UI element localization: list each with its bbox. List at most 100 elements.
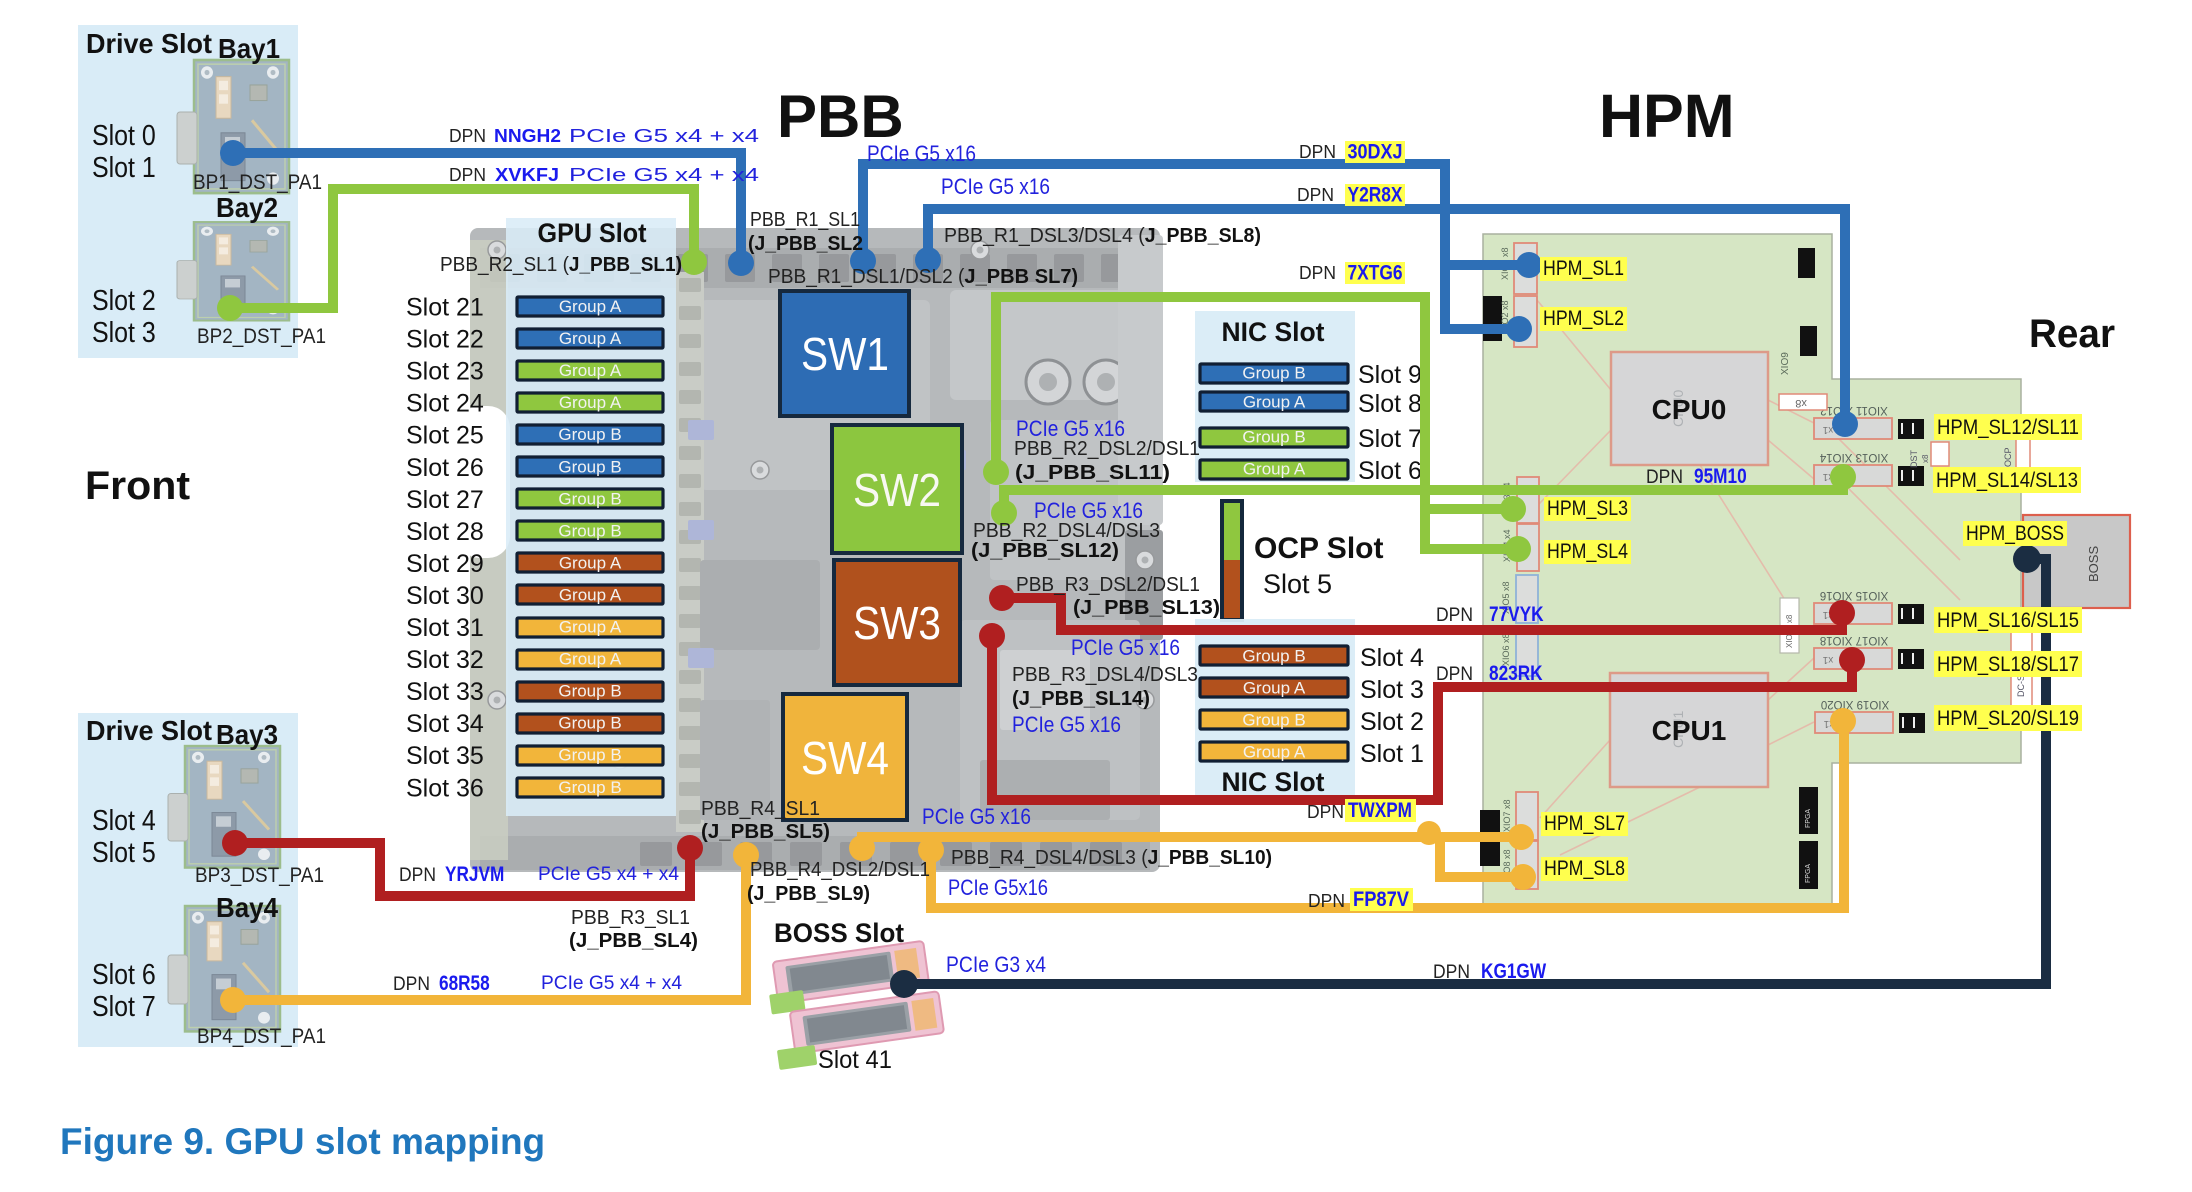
svg-text:HPM_SL14/SL13: HPM_SL14/SL13 [1936, 469, 2078, 492]
svg-text:CPU1: CPU1 [1670, 710, 1686, 748]
svg-text:x1: x1 [1823, 718, 1834, 729]
svg-text:(J_PBB_SL11): (J_PBB_SL11) [1015, 462, 1170, 484]
svg-text:HPM_SL2: HPM_SL2 [1543, 307, 1624, 330]
svg-text:Y2R8X: Y2R8X [1348, 183, 1404, 207]
svg-text:DC-SC 0: DC-SC 0 [2016, 661, 2026, 697]
svg-text:Drive Slot: Drive Slot [86, 28, 212, 59]
svg-text:HPM_SL16/SL15: HPM_SL16/SL15 [1937, 609, 2079, 632]
svg-text:95M10: 95M10 [1694, 465, 1747, 488]
svg-text:PBB_R3_DSL4/DSL3: PBB_R3_DSL4/DSL3 [1012, 664, 1198, 686]
svg-text:Group A: Group A [559, 650, 622, 669]
svg-text:DPN: DPN [449, 165, 486, 185]
svg-text:PBB_R3_DSL2/DSL1: PBB_R3_DSL2/DSL1 [1016, 574, 1200, 596]
svg-text:PCIe G5 x4 + x4: PCIe G5 x4 + x4 [569, 126, 759, 146]
svg-text:(J_PBB_SL9): (J_PBB_SL9) [747, 883, 870, 905]
svg-text:30DXJ: 30DXJ [1348, 140, 1403, 164]
svg-text:Bay4: Bay4 [216, 892, 278, 923]
svg-text:HPM: HPM [1599, 82, 1735, 150]
svg-text:Rear: Rear [2029, 312, 2115, 356]
svg-text:PBB: PBB [777, 83, 904, 150]
svg-text:(J_PBB_SL5): (J_PBB_SL5) [701, 821, 830, 843]
svg-text:Drive Slot: Drive Slot [86, 715, 212, 746]
svg-text:SW1: SW1 [801, 328, 889, 380]
svg-text:TWXPM: TWXPM [1348, 799, 1412, 822]
svg-text:NIC Slot: NIC Slot [1222, 317, 1325, 347]
svg-text:Group B: Group B [558, 746, 621, 765]
svg-text:BOSS: BOSS [2086, 546, 2101, 582]
svg-text:FPGA: FPGA [1805, 864, 1812, 883]
svg-text:Slot 32: Slot 32 [406, 646, 484, 674]
svg-text:CPU0: CPU0 [1652, 394, 1727, 425]
svg-text:NIC Slot: NIC Slot [1222, 767, 1325, 797]
svg-text:(J_PBB_SL13): (J_PBB_SL13) [1073, 597, 1220, 619]
svg-text:Figure 9. GPU slot mapping: Figure 9. GPU slot mapping [60, 1121, 545, 1162]
svg-text:DST: DST [1909, 449, 1919, 468]
svg-text:Slot 3: Slot 3 [92, 317, 156, 349]
svg-text:PBB_R1_DSL3/DSL4 (: PBB_R1_DSL3/DSL4 ( [944, 225, 1145, 247]
svg-text:XIO13 XIO14: XIO13 XIO14 [1819, 451, 1888, 463]
svg-text:x8: x8 [1795, 397, 1807, 409]
svg-text:HPM_BOSS: HPM_BOSS [1966, 522, 2064, 545]
svg-text:PBB_R2_DSL4/DSL3: PBB_R2_DSL4/DSL3 [973, 520, 1160, 542]
svg-text:XIO19 XIO20: XIO19 XIO20 [1821, 698, 1889, 710]
svg-text:PBB_R4_DSL2/DSL1: PBB_R4_DSL2/DSL1 [750, 859, 930, 881]
svg-text:x1: x1 [1822, 471, 1833, 482]
svg-text:CPU0: CPU0 [1670, 389, 1686, 427]
svg-text:Group B: Group B [1242, 647, 1305, 666]
svg-text:Group B: Group B [1242, 428, 1305, 447]
svg-text:J_PBB_SL10: J_PBB_SL10 [1148, 847, 1266, 869]
svg-text:XIO7 x8: XIO7 x8 [1502, 799, 1512, 832]
svg-text:PBB_R4_DSL4/DSL3 (: PBB_R4_DSL4/DSL3 ( [951, 847, 1148, 869]
svg-text:): ) [1072, 266, 1078, 288]
svg-text:Slot 24: Slot 24 [406, 390, 484, 418]
svg-text:BP1_DST_PA1: BP1_DST_PA1 [193, 171, 322, 194]
svg-text:77VYK: 77VYK [1489, 603, 1544, 626]
svg-text:PCIe G5 x16: PCIe G5 x16 [1016, 416, 1125, 441]
svg-text:Bay1: Bay1 [218, 33, 280, 64]
svg-text:HPM_SL4: HPM_SL4 [1547, 540, 1628, 563]
svg-text:Slot 33: Slot 33 [406, 678, 484, 706]
svg-text:Slot 36: Slot 36 [406, 774, 484, 802]
svg-text:Group B: Group B [1242, 364, 1305, 383]
svg-text:HPM_SL7: HPM_SL7 [1544, 812, 1625, 835]
svg-text:Group A: Group A [559, 618, 622, 637]
svg-text:PCIe G3 x4: PCIe G3 x4 [946, 952, 1046, 977]
svg-text:HPM_SL1: HPM_SL1 [1543, 257, 1624, 280]
svg-text:(J_PBB_SL14): (J_PBB_SL14) [1012, 688, 1150, 710]
svg-text:Slot 27: Slot 27 [406, 486, 484, 514]
svg-text:Slot 5: Slot 5 [1263, 569, 1332, 599]
svg-text:Slot 0: Slot 0 [92, 120, 156, 152]
svg-text:Group A: Group A [559, 553, 622, 572]
svg-text:PCIe G5 x16: PCIe G5 x16 [941, 174, 1050, 199]
svg-text:DPN: DPN [1433, 962, 1470, 983]
svg-text:GPU Slot: GPU Slot [538, 218, 647, 248]
svg-text:DPN: DPN [1646, 467, 1683, 488]
svg-text:Slot 4: Slot 4 [92, 805, 156, 837]
svg-text:DPN: DPN [1299, 263, 1336, 283]
svg-text:Group B: Group B [1242, 711, 1305, 730]
svg-text:DPN: DPN [399, 865, 436, 886]
svg-text:KG1GW: KG1GW [1481, 960, 1546, 983]
svg-text:XIO17 XIO18: XIO17 XIO18 [1820, 634, 1888, 646]
svg-text:Group B: Group B [558, 682, 621, 701]
svg-text:BOSS Slot: BOSS Slot [774, 918, 904, 948]
svg-text:HPM_SL3: HPM_SL3 [1547, 497, 1628, 520]
svg-text:NNGH2: NNGH2 [494, 126, 561, 146]
svg-text:Slot 25: Slot 25 [406, 422, 484, 450]
svg-text:DPN: DPN [1297, 185, 1334, 205]
svg-text:BP2_DST_PA1: BP2_DST_PA1 [197, 325, 326, 348]
svg-text:FPGA: FPGA [1805, 809, 1812, 828]
svg-text:PCIe G5 x4 + x4: PCIe G5 x4 + x4 [538, 863, 679, 885]
svg-text:DPN: DPN [1436, 605, 1473, 626]
svg-text:PCIe G5 x16: PCIe G5 x16 [1012, 712, 1121, 737]
svg-text:BP3_DST_PA1: BP3_DST_PA1 [195, 864, 324, 887]
svg-text:Group A: Group A [559, 361, 622, 380]
svg-text:PCIe G5 x16: PCIe G5 x16 [1034, 498, 1143, 523]
svg-text:Group A: Group A [559, 393, 622, 412]
svg-text:Group A: Group A [1243, 679, 1306, 698]
svg-text:): ) [1255, 225, 1262, 247]
svg-text:XIO2 x8: XIO2 x8 [1500, 300, 1510, 333]
svg-text:XIO15 XIO16: XIO15 XIO16 [1820, 589, 1888, 601]
svg-text:XVKFJ: XVKFJ [495, 165, 559, 185]
svg-text:Slot 23: Slot 23 [406, 358, 484, 386]
